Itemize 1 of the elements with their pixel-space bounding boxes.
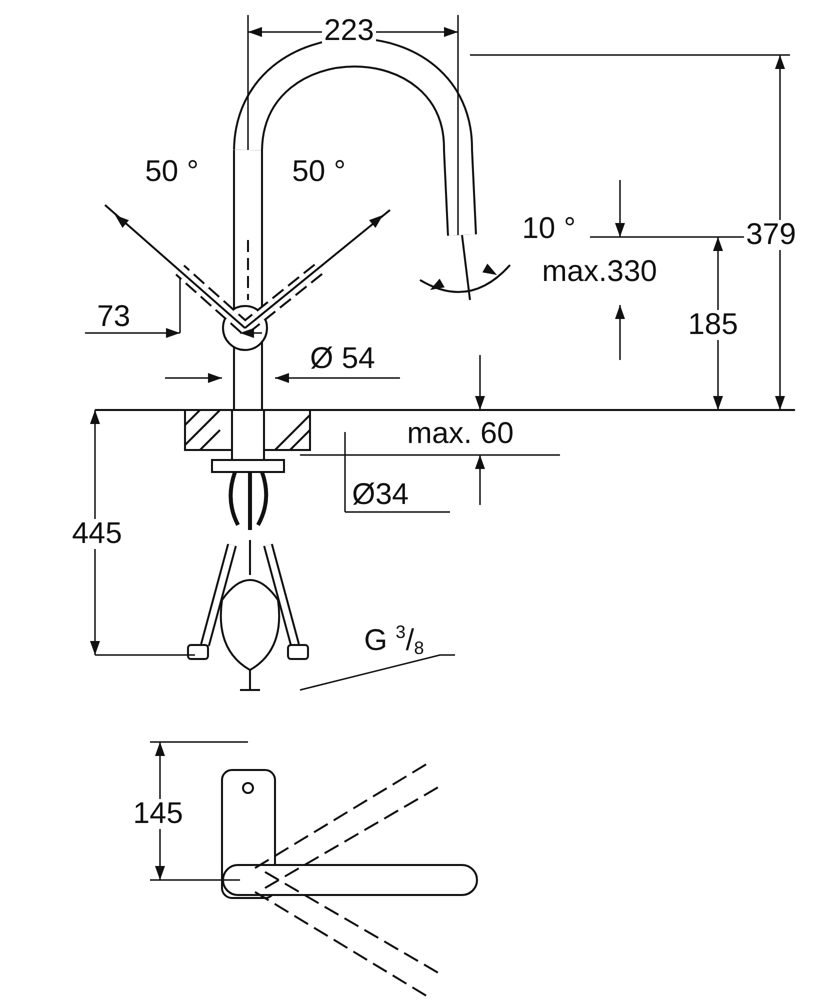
dimension-label: 223 xyxy=(322,16,376,46)
